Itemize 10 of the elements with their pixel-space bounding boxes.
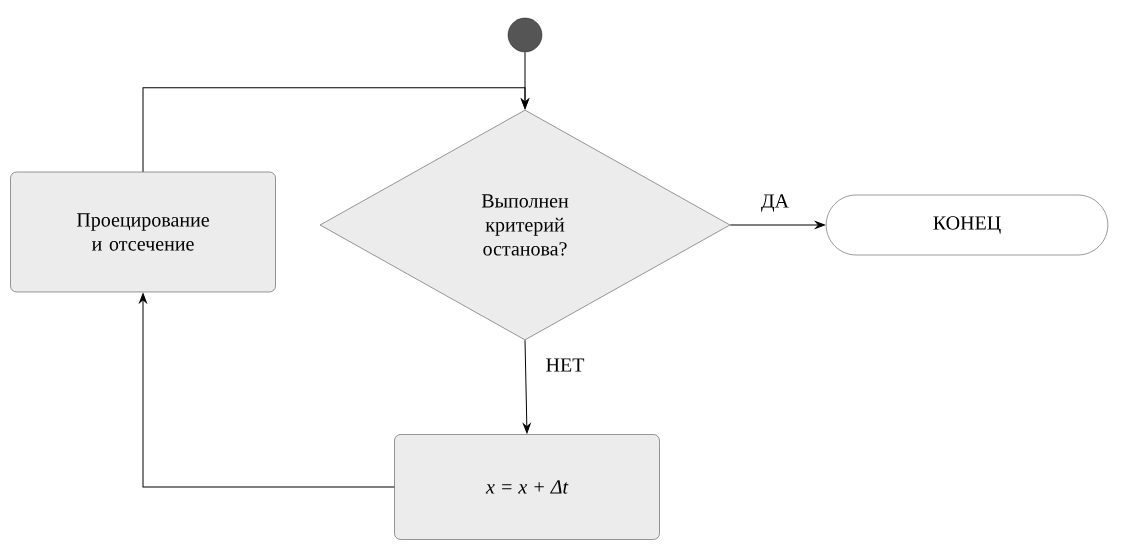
edge-label: НЕТ (543, 356, 587, 374)
arrow (142, 87, 529, 173)
process-box: Проецирование и отсечение (10, 171, 276, 293)
process-box: x = x + Δt (394, 434, 660, 540)
start-circle (507, 17, 543, 53)
arrow (522, 339, 531, 434)
arrow (139, 293, 395, 488)
arrow (729, 221, 826, 229)
terminal-box: КОНЕЦ (825, 194, 1109, 256)
edge-label: ДА (758, 192, 792, 214)
